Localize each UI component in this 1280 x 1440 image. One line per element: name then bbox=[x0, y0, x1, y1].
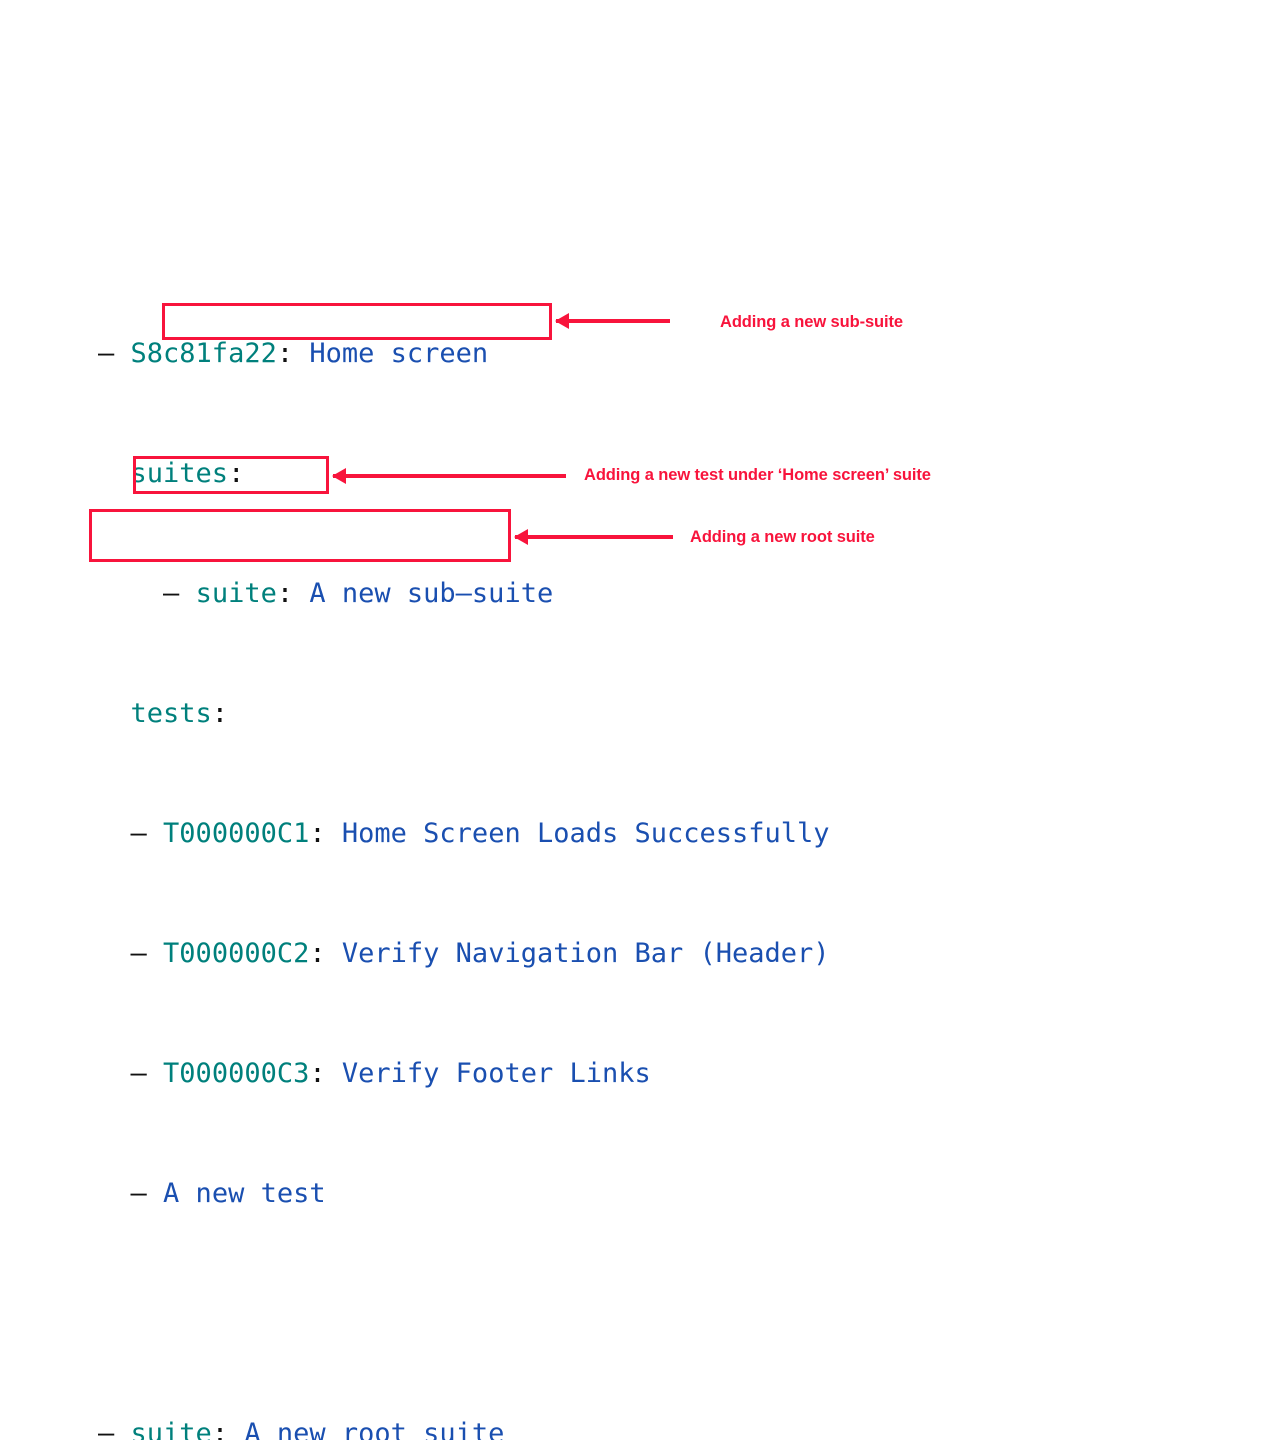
test-name: Verify Navigation Bar (Header) bbox=[341, 938, 830, 969]
tree-row-sub-suite: – suite: A new sub–suite bbox=[98, 579, 830, 609]
separator-colon: : bbox=[309, 818, 326, 849]
suites-key: suites bbox=[130, 458, 229, 489]
screenshot-canvas: – S8c81fa22: Home screen suites: – suite… bbox=[0, 0, 1280, 720]
arrow-left-icon bbox=[515, 535, 673, 539]
arrow-left-icon bbox=[333, 474, 566, 478]
tree-row-test: – T000000C1: Home Screen Loads Successfu… bbox=[98, 819, 830, 849]
bullet-dash-icon: – bbox=[130, 938, 147, 969]
tree-row-test: – T000000C2: Verify Navigation Bar (Head… bbox=[98, 939, 830, 969]
tests-key: tests bbox=[130, 698, 212, 729]
new-test-name: A new test bbox=[163, 1178, 326, 1209]
test-name: Home Screen Loads Successfully bbox=[341, 818, 830, 849]
bullet-dash-icon: – bbox=[163, 578, 180, 609]
separator-colon: : bbox=[211, 1418, 229, 1440]
tree-row-new-test: – A new test bbox=[98, 1179, 830, 1209]
suites-key-colon: : bbox=[228, 458, 245, 489]
suite-id: S8c81fa22 bbox=[130, 338, 277, 369]
test-id: T000000C2 bbox=[163, 938, 310, 969]
sub-suite-name: A new sub–suite bbox=[309, 578, 554, 609]
separator-colon: : bbox=[276, 578, 294, 609]
bullet-dash-icon: – bbox=[130, 1178, 147, 1209]
tests-key-colon: : bbox=[211, 698, 229, 729]
bullet-dash-icon: – bbox=[130, 818, 147, 849]
bullet-dash-icon: – bbox=[130, 1058, 147, 1089]
separator-colon: : bbox=[309, 938, 326, 969]
test-id: T000000C3 bbox=[163, 1058, 310, 1089]
tree-blank-line bbox=[98, 1299, 830, 1329]
separator-colon: : bbox=[309, 1058, 326, 1089]
tree-row-test: – T000000C3: Verify Footer Links bbox=[98, 1059, 830, 1089]
tree-row-suites-label: suites: bbox=[98, 459, 830, 489]
annotation-label-new-test: Adding a new test under ‘Home screen’ su… bbox=[584, 466, 931, 484]
tree-row-new-root-suite: – suite: A new root suite bbox=[98, 1419, 830, 1440]
test-id: T000000C1 bbox=[163, 818, 310, 849]
arrow-left-icon bbox=[556, 319, 670, 323]
new-root-suite-name: A new root suite bbox=[244, 1418, 505, 1440]
annotation-label-sub-suite: Adding a new sub-suite bbox=[720, 313, 903, 331]
separator-colon: : bbox=[276, 338, 294, 369]
test-name: Verify Footer Links bbox=[341, 1058, 651, 1089]
tree-row-tests-label: tests: bbox=[98, 699, 830, 729]
bullet-dash-icon: – bbox=[98, 338, 115, 369]
bullet-dash-icon: – bbox=[98, 1418, 115, 1440]
annotation-label-root-suite: Adding a new root suite bbox=[690, 528, 875, 546]
suite-name: Home screen bbox=[309, 338, 489, 369]
sub-suite-key: suite bbox=[195, 578, 277, 609]
new-root-suite-key: suite bbox=[130, 1418, 212, 1440]
suite-tree: – S8c81fa22: Home screen suites: – suite… bbox=[98, 249, 830, 1440]
tree-row-root-suite: – S8c81fa22: Home screen bbox=[98, 339, 830, 369]
